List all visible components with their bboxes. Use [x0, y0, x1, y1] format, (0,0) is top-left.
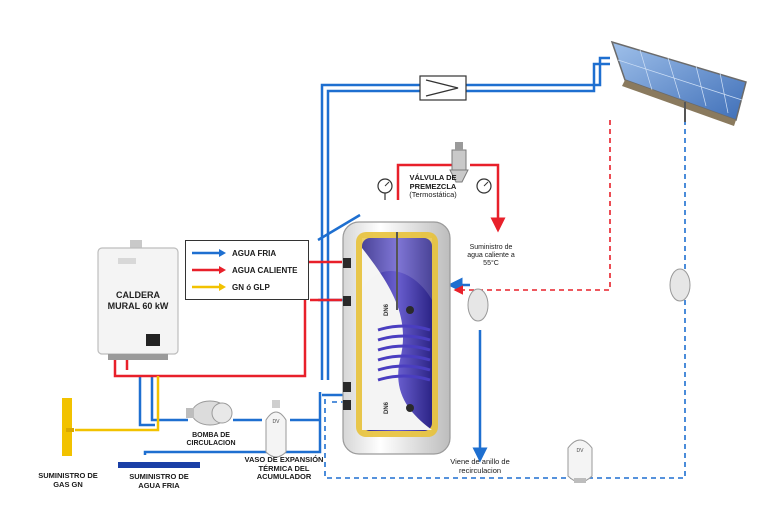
legend: AGUA FRIA AGUA CALIENTE GN ó GLP — [185, 240, 309, 300]
legend-label-hot: AGUA CALIENTE — [232, 265, 298, 275]
gas-supply-line2: GAS GN — [53, 479, 83, 489]
legend-label-gas: GN ó GLP — [232, 282, 270, 292]
gas-pipe — [75, 376, 160, 432]
vessel-tag-tank: DV — [273, 419, 281, 425]
recirc-label: Viene de anillo de recirculacion — [435, 457, 525, 475]
water-supply-line2: AGUA FRIA — [138, 480, 180, 490]
hot-supply-line2: agua caliente a — [467, 252, 515, 260]
expansion-vessel-tank — [265, 400, 287, 458]
water-supply-bar — [118, 462, 200, 468]
water-supply-line1: SUMINISTRO DE — [129, 472, 189, 481]
pump-label-line2: CIRCULACION — [186, 440, 236, 448]
gas-supply-label: SUMINISTRO DE GAS GN — [20, 471, 116, 489]
gas-supply-base — [66, 428, 74, 432]
legend-item-hot: AGUA CALIENTE — [192, 264, 297, 276]
recirc-line1: Viene de anillo de — [450, 457, 510, 466]
vessel-tag-solar: DV — [577, 448, 585, 454]
valve-label: VÁLVULA DE PREMEZCLA (Termostática) — [393, 173, 473, 200]
solar-loop-pump — [669, 268, 691, 302]
expansion-vessel-solar — [567, 439, 593, 483]
check-valve — [419, 75, 467, 101]
arrow-icon — [192, 283, 226, 291]
legend-label-cold: AGUA FRIA — [232, 248, 277, 258]
boiler-label-line1: CALDERA — [116, 290, 160, 300]
valve-label-line1: VÁLVULA DE — [409, 173, 457, 182]
hot-water-pipes — [113, 163, 506, 378]
hot-supply-line3: 55°C — [483, 260, 499, 268]
arrow-icon — [192, 266, 226, 274]
solar-panel — [610, 40, 747, 126]
recirc-line2: recirculacion — [458, 465, 502, 475]
arrow-icon — [192, 249, 226, 257]
pressure-gauge-right — [476, 178, 492, 194]
pressure-gauge-left — [377, 178, 393, 200]
pump-label: BOMBA DE CIRCULACION — [176, 432, 246, 448]
legend-item-cold: AGUA FRIA — [192, 247, 276, 259]
hot-water-dashed — [453, 120, 611, 295]
mixing-valve — [449, 142, 469, 183]
valve-label-line2: PREMEZCLA — [409, 181, 457, 191]
pump-label-line1: BOMBA DE — [192, 432, 230, 439]
tank-port-tag-upper: DN6 — [384, 303, 390, 316]
wall-boiler — [97, 240, 179, 360]
water-supply-label: SUMINISTRO DE AGUA FRIA — [114, 472, 204, 490]
circulation-pump — [186, 400, 233, 426]
tank-port-tag-lower: DN6 — [384, 401, 390, 414]
recirc-pump — [467, 288, 489, 322]
hot-supply-label: Suministro de agua caliente a 55°C — [452, 244, 530, 268]
expansion-vessel-label: VASO DE EXPANSIÓN TÉRMICA DEL ACUMULADOR — [236, 455, 332, 482]
expansion-line3: ACUMULADOR — [256, 472, 312, 482]
boiler-label: CALDERA MURAL 60 kW — [100, 290, 176, 312]
gas-supply-line1: SUMINISTRO DE — [38, 471, 98, 480]
valve-label-line3: (Termostática) — [409, 190, 457, 200]
boiler-label-line2: MURAL 60 kW — [107, 300, 169, 311]
gas-supply-post — [62, 398, 72, 456]
hot-supply-line1: Suministro de — [469, 244, 513, 251]
storage-tank — [342, 221, 451, 455]
expansion-line2: TÉRMICA DEL — [258, 463, 310, 473]
heat-exchanger-coil — [377, 324, 431, 382]
tank-ports — [343, 258, 414, 412]
legend-item-gas: GN ó GLP — [192, 281, 270, 293]
expansion-line1: VASO DE EXPANSIÓN — [244, 455, 324, 464]
